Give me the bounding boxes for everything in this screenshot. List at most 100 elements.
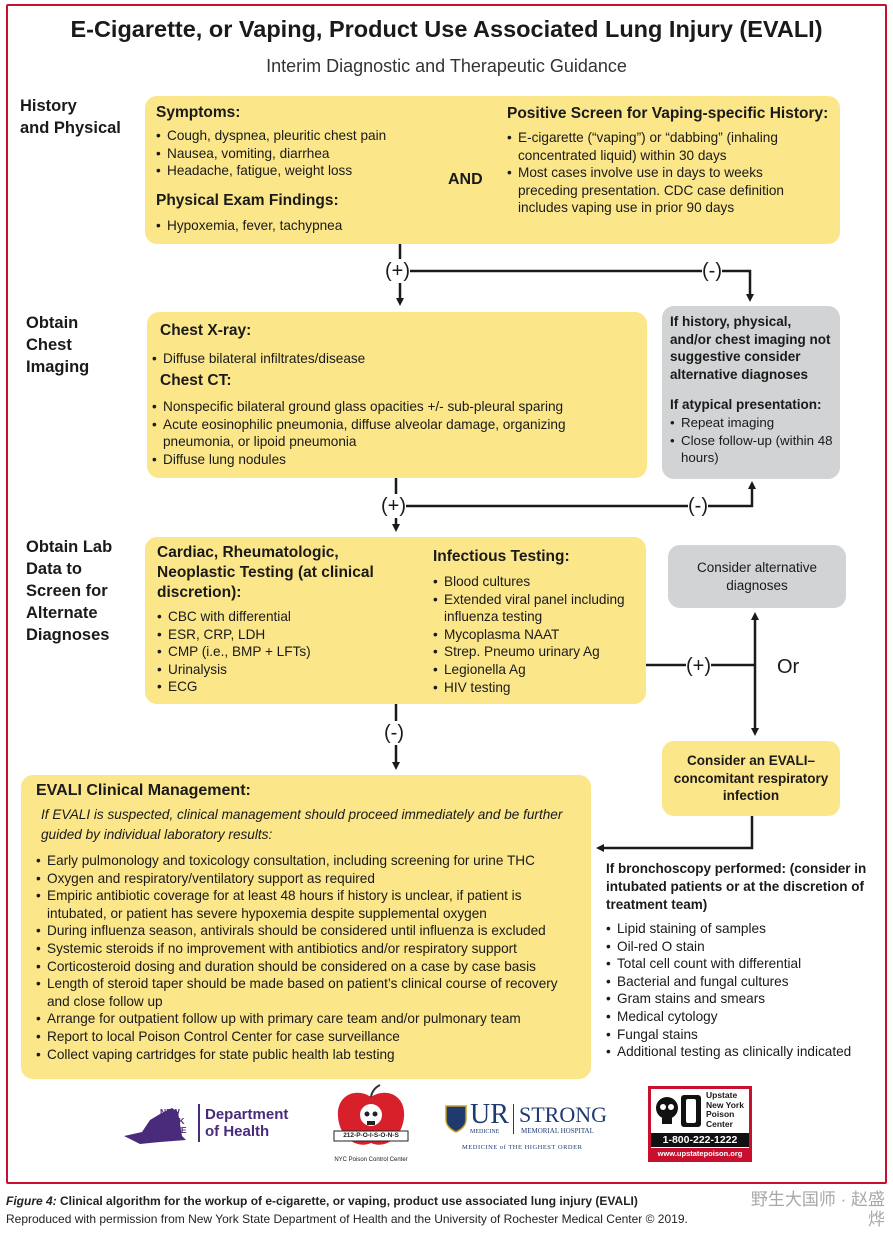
nys-department-text: Department [205, 1106, 289, 1123]
connector-positive-2: (+) [381, 494, 406, 518]
management-heading: EVALI Clinical Management: [36, 782, 251, 799]
watermark: 野生大国师 · 赵盛烨 [750, 1190, 885, 1229]
nyc-poison-logo: 212-P-O-I-S-O-N-S NYC Poison Control Cen… [326, 1083, 416, 1168]
bronchoscopy-list: Lipid staining of samples Oil-red O stai… [606, 920, 881, 1061]
clinical-management-box: EVALI Clinical Management: If EVALI is s… [21, 775, 591, 1079]
connector-positive-1: (+) [385, 259, 410, 283]
skull-phone-icon [653, 1091, 705, 1131]
list-item: Fungal stains [606, 1026, 881, 1044]
list-item: Arrange for outpatient follow up with pr… [36, 1010, 584, 1028]
list-item: Total cell count with differential [606, 955, 881, 973]
figure-credit: Reproduced with permission from New York… [6, 1212, 688, 1226]
upstate-name-text: Upstate New York Poison Center [706, 1090, 744, 1129]
concomitant-infection-box: Consider an EVALI– concomitant respirato… [662, 741, 840, 816]
and-label: AND [448, 171, 483, 188]
ct-heading: Chest CT: [160, 372, 232, 389]
exam-list: Hypoxemia, fever, tachypnea [156, 217, 436, 235]
arrow-concomitant-to-management [596, 816, 754, 852]
list-item: Lipid staining of samples [606, 920, 881, 938]
consider-alternative-text: Consider alternative diagnoses [696, 559, 818, 593]
list-item: Systemic steroids if no improvement with… [36, 940, 584, 958]
symptoms-list: Cough, dyspnea, pleuritic chest pain Nau… [156, 127, 436, 180]
figure-caption: Figure 4: Clinical algorithm for the wor… [6, 1193, 746, 1210]
list-item: E-cigarette (“vaping”) or “dabbing” (inh… [507, 129, 812, 164]
screen-list: E-cigarette (“vaping”) or “dabbing” (inh… [507, 129, 812, 217]
nys-health-logo: NEW YORK STATE Department of Health [120, 1100, 300, 1150]
list-item: Report to local Poison Control Center fo… [36, 1028, 584, 1046]
xray-heading: Chest X-ray: [160, 322, 252, 339]
list-item: Corticosteroid dosing and duration shoul… [36, 958, 584, 976]
list-item: HIV testing [433, 679, 643, 697]
list-item: Acute eosinophilic pneumonia, diffuse al… [152, 416, 632, 451]
atypical-heading: If atypical presentation: [670, 397, 822, 412]
screen-heading: Positive Screen for Vaping-specific Hist… [507, 105, 829, 122]
list-item: Medical cytology [606, 1008, 881, 1026]
list-item: Hypoxemia, fever, tachypnea [156, 217, 436, 235]
list-item: Nausea, vomiting, diarrhea [156, 145, 436, 163]
connector-negative-1: (-) [702, 259, 722, 283]
list-item: Urinalysis [157, 661, 402, 679]
management-intro: If EVALI is suspected, clinical manageme… [41, 807, 563, 842]
page-subtitle: Interim Diagnostic and Therapeutic Guida… [266, 56, 627, 76]
strong-sub-text: MEMORIAL HOSPITAL [521, 1127, 594, 1135]
consider-alternative-box: Consider alternative diagnoses [668, 545, 846, 608]
section-label-imaging: Obtain Chest Imaging [26, 314, 90, 376]
alt-heading: If history, physical, and/or chest imagi… [670, 314, 831, 382]
ct-list: Nonspecific bilateral ground glass opaci… [152, 398, 632, 468]
lab-testing-box: Cardiac, Rheumatologic, Neoplastic Testi… [145, 537, 646, 704]
list-item: ECG [157, 678, 402, 696]
list-item: Empiric antibiotic coverage for at least… [36, 887, 584, 922]
list-item: Early pulmonology and toxicology consult… [36, 852, 584, 870]
ur-medicine-text: MEDICINE [470, 1129, 500, 1135]
or-label: Or [777, 656, 800, 678]
ur-tagline-text: MEDICINE of THE HIGHEST ORDER [462, 1144, 583, 1151]
history-physical-box: Symptoms: Cough, dyspnea, pleuritic ches… [145, 96, 840, 244]
list-item: Length of steroid taper should be made b… [36, 975, 584, 1010]
list-item: Bacterial and fungal cultures [606, 973, 881, 991]
list-item: Diffuse lung nodules [152, 451, 632, 469]
list-item: Additional testing as clinically indicat… [606, 1043, 881, 1061]
xray-list: Diffuse bilateral infiltrates/disease [152, 350, 622, 368]
list-item: Diffuse bilateral infiltrates/disease [152, 350, 622, 368]
poison-center-text: NYC Poison Control Center [334, 1157, 408, 1163]
list-item: Legionella Ag [433, 661, 643, 679]
list-item: Collect vaping cartridges for state publ… [36, 1046, 584, 1064]
atypical-list: Repeat imaging Close follow-up (within 4… [670, 414, 835, 467]
cardiac-heading: Cardiac, Rheumatologic, Neoplastic Testi… [157, 544, 374, 601]
arrow-imaging-to-alt [396, 481, 756, 508]
list-item: CBC with differential [157, 608, 402, 626]
exam-heading: Physical Exam Findings: [156, 192, 339, 209]
upstate-url-text: www.upstatepoison.org [651, 1148, 749, 1159]
list-item: During influenza season, antivirals shou… [36, 922, 584, 940]
page-title: E-Cigarette, or Vaping, Product Use Asso… [70, 16, 823, 42]
list-item: Blood cultures [433, 573, 643, 591]
section-label-labs: Obtain Lab Data to Screen for Alternate … [26, 538, 113, 644]
poison-number-text: 212-P-O-I-S-O-N-S [343, 1132, 399, 1139]
list-item: ESR, CRP, LDH [157, 626, 402, 644]
nys-divider [198, 1104, 200, 1142]
cardiac-list: CBC with differential ESR, CRP, LDH CMP … [157, 608, 402, 696]
bronchoscopy-heading: If bronchoscopy performed: (consider in … [606, 861, 867, 912]
list-item: Nonspecific bilateral ground glass opaci… [152, 398, 632, 416]
management-list: Early pulmonology and toxicology consult… [36, 852, 584, 1063]
list-item: Extended viral panel including influenza… [433, 591, 643, 626]
connector-positive-3: (+) [686, 654, 711, 678]
infectious-list: Blood cultures Extended viral panel incl… [433, 573, 643, 696]
connector-negative-3: (-) [384, 721, 404, 745]
upstate-phone-text: 1-800-222-1222 [651, 1133, 749, 1147]
list-item: Strep. Pneumo urinary Ag [433, 643, 643, 661]
alternative-diagnoses-box: If history, physical, and/or chest imagi… [662, 306, 840, 479]
chest-imaging-box: Chest X-ray: Diffuse bilateral infiltrat… [147, 312, 647, 478]
nys-map-icon [124, 1108, 186, 1144]
concomitant-text: Consider an EVALI– concomitant respirato… [673, 753, 829, 804]
ur-text: UR [470, 1099, 509, 1130]
list-item: Oxygen and respiratory/ventilatory suppo… [36, 870, 584, 888]
apple-skull-icon [333, 1084, 409, 1145]
symptoms-heading: Symptoms: [156, 104, 241, 121]
section-label-history: History and Physical [20, 97, 121, 137]
list-item: Mycoplasma NAAT [433, 626, 643, 644]
list-item: Cough, dyspnea, pleuritic chest pain [156, 127, 436, 145]
nys-state-text: NEW YORK STATE [160, 1107, 187, 1135]
list-item: Close follow-up (within 48 hours) [670, 432, 835, 467]
